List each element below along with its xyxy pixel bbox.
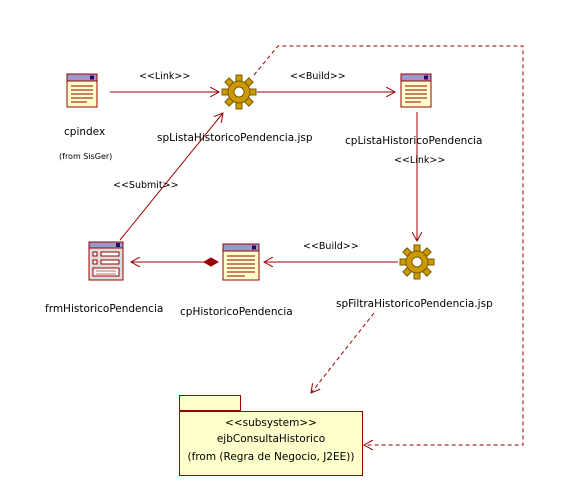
node-label-frm: frmHistoricoPendencia xyxy=(45,303,164,315)
relation-label-build: <<Build>> xyxy=(303,241,359,252)
dependency-spfiltra-to-ejb[interactable] xyxy=(311,312,375,393)
dependency-splista-to-ejb[interactable] xyxy=(253,45,524,445)
node-label-splista: spListaHistoricoPendencia.jsp xyxy=(157,132,313,144)
client-page-icon[interactable] xyxy=(400,73,432,108)
html-form-icon[interactable] xyxy=(88,241,124,281)
node-label-cplista: cpListaHistoricoPendencia xyxy=(345,135,483,147)
node-label-cphistorico: cpHistoricoPendencia xyxy=(180,306,293,318)
subsystem-package[interactable]: <<subsystem>> ejbConsultaHistorico (from… xyxy=(179,411,363,476)
package-stereotype: <<subsystem>> xyxy=(225,417,317,429)
relation-label-link: <<Link>> xyxy=(139,71,191,82)
package-name: ejbConsultaHistorico xyxy=(216,433,326,445)
server-page-gear-icon[interactable] xyxy=(399,244,435,280)
server-page-gear-icon[interactable] xyxy=(221,74,257,110)
package-owner: (from (Regra de Negocio, J2EE)) xyxy=(187,451,355,463)
relation-label-link: <<Link>> xyxy=(394,155,446,166)
node-label-cpindex: cpindex xyxy=(64,126,106,138)
client-page-icon[interactable] xyxy=(66,73,98,108)
package-icon xyxy=(179,395,241,411)
submit-frm-to-splista[interactable] xyxy=(119,113,223,241)
relation-label-build: <<Build>> xyxy=(290,71,346,82)
node-label-spfiltra: spFiltraHistoricoPendencia.jsp xyxy=(336,298,493,310)
relation-label-submit: <<Submit>> xyxy=(113,180,179,191)
client-page-icon[interactable] xyxy=(222,243,260,281)
node-owner-cpindex: (from SisGer) xyxy=(59,152,113,161)
